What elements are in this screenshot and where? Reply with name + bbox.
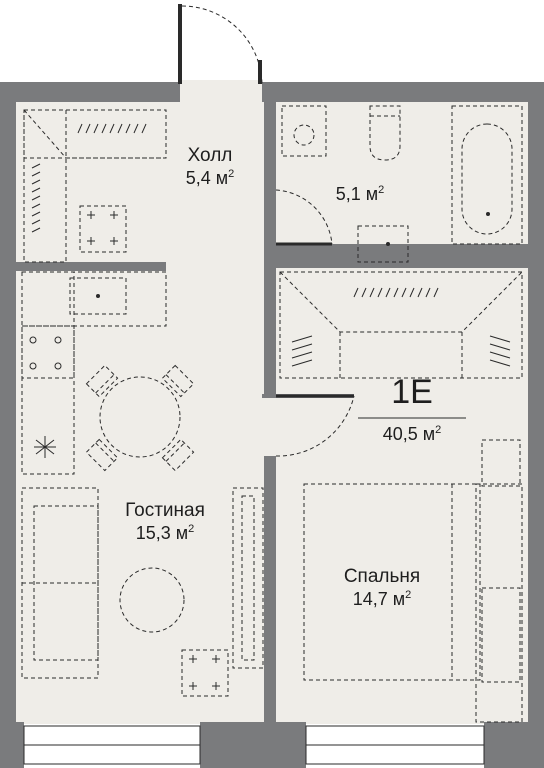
room-label-living: Гостиная 15,3 м2 bbox=[100, 500, 230, 544]
dishwasher-icon bbox=[34, 436, 56, 458]
room-name: Гостиная bbox=[125, 500, 205, 521]
apartment-code: 1E bbox=[391, 373, 433, 411]
bedroom-bed bbox=[303, 439, 523, 723]
kitchen-counter bbox=[21, 271, 167, 475]
door-leaves bbox=[276, 242, 354, 398]
door-swings bbox=[181, 5, 355, 457]
windows bbox=[23, 725, 485, 765]
room-label-bedroom: Спальня 14,7 м2 bbox=[312, 566, 452, 610]
apartment-total-area: 40,5 м2 bbox=[382, 424, 442, 444]
room-area: 5,1 м2 bbox=[335, 184, 385, 204]
room-name: Спальня bbox=[343, 566, 421, 587]
living-ottoman bbox=[181, 649, 229, 697]
hall-wardrobe bbox=[23, 109, 167, 263]
room-label-bath: 5,1 м2 bbox=[310, 184, 410, 206]
hall-wardrobe-hatch bbox=[31, 123, 147, 233]
hall-ottoman bbox=[79, 205, 127, 253]
bedroom-wardrobe-hatch bbox=[291, 287, 511, 367]
sink-drain bbox=[96, 294, 100, 298]
dining-set bbox=[85, 364, 195, 472]
interior-walls bbox=[16, 100, 536, 724]
entrance-step bbox=[180, 80, 262, 94]
bathroom-fixtures bbox=[281, 105, 523, 263]
cooktop-burners bbox=[29, 336, 62, 370]
living-furniture bbox=[21, 487, 264, 679]
room-area: 14,7 м2 bbox=[352, 588, 412, 609]
bathroom-drains bbox=[386, 212, 490, 246]
room-area: 15,3 м2 bbox=[135, 522, 195, 543]
bedroom-wardrobe bbox=[279, 271, 523, 379]
room-name: Холл bbox=[187, 145, 233, 166]
room-area: 5,4 м2 bbox=[185, 167, 235, 188]
entrance-door-frame bbox=[178, 4, 262, 84]
room-label-hall: Холл 5,4 м2 bbox=[150, 145, 270, 189]
